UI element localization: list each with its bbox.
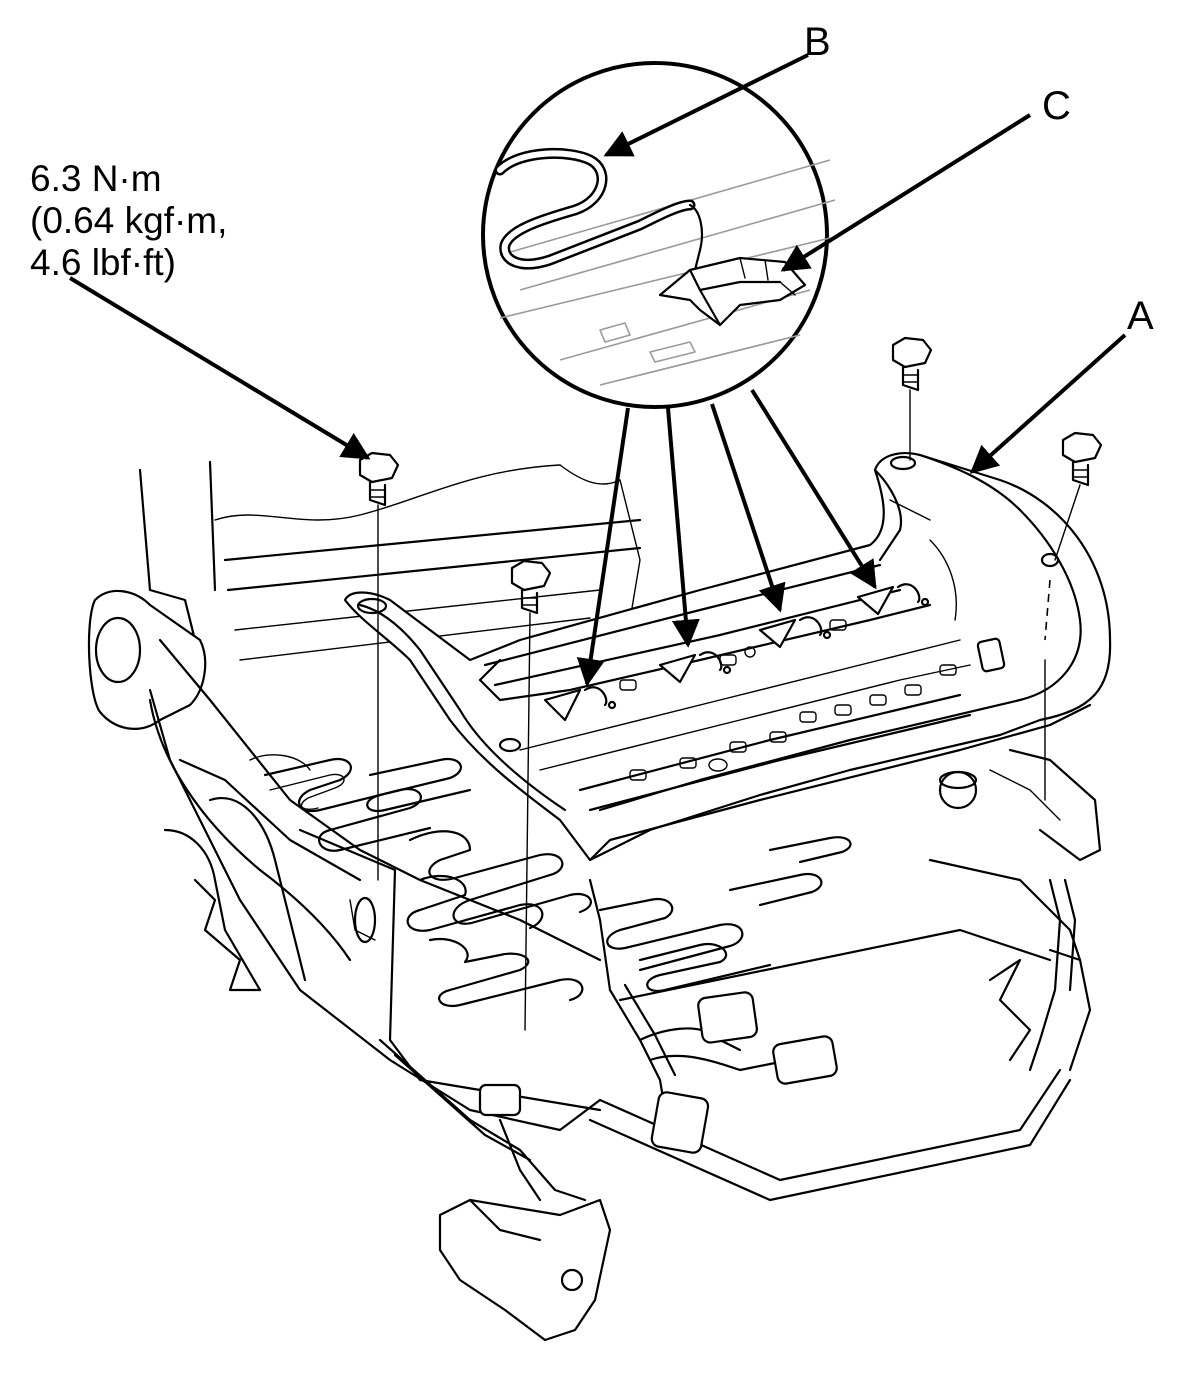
seat-frame-left-rail	[87, 589, 602, 1132]
leader-torque	[68, 276, 371, 460]
bolt-center	[510, 559, 552, 615]
seat-springs	[249, 754, 852, 1008]
seat-pan-a	[343, 452, 1112, 862]
leader-arrows	[68, 53, 1127, 687]
leader-a	[969, 333, 1127, 474]
callout-b: B	[804, 20, 831, 64]
bolt-left	[358, 451, 400, 507]
torque-spec-kgf: (0.64 kgf·m,	[30, 200, 228, 241]
torque-spec: 6.3 N·m (0.64 kgf·m, 4.6 lbf·ft)	[30, 158, 227, 284]
wire-harness	[478, 991, 838, 1154]
callout-a: A	[1127, 294, 1154, 338]
torque-spec-nm: 6.3 N·m	[30, 158, 162, 199]
detail-magnifier	[481, 61, 836, 409]
bolt-alignment-lines	[377, 389, 1081, 1031]
bolt-rear-right	[1061, 431, 1103, 487]
wire-clips	[543, 583, 930, 722]
bolt-rear-left	[891, 336, 933, 392]
leader-c	[780, 113, 1032, 272]
callout-c: C	[1042, 84, 1071, 128]
torque-spec-lbf: 4.6 lbf·ft)	[30, 242, 176, 283]
leader-b	[603, 53, 809, 157]
seat-back-frame	[138, 460, 642, 662]
seat-runners	[378, 748, 1102, 1342]
